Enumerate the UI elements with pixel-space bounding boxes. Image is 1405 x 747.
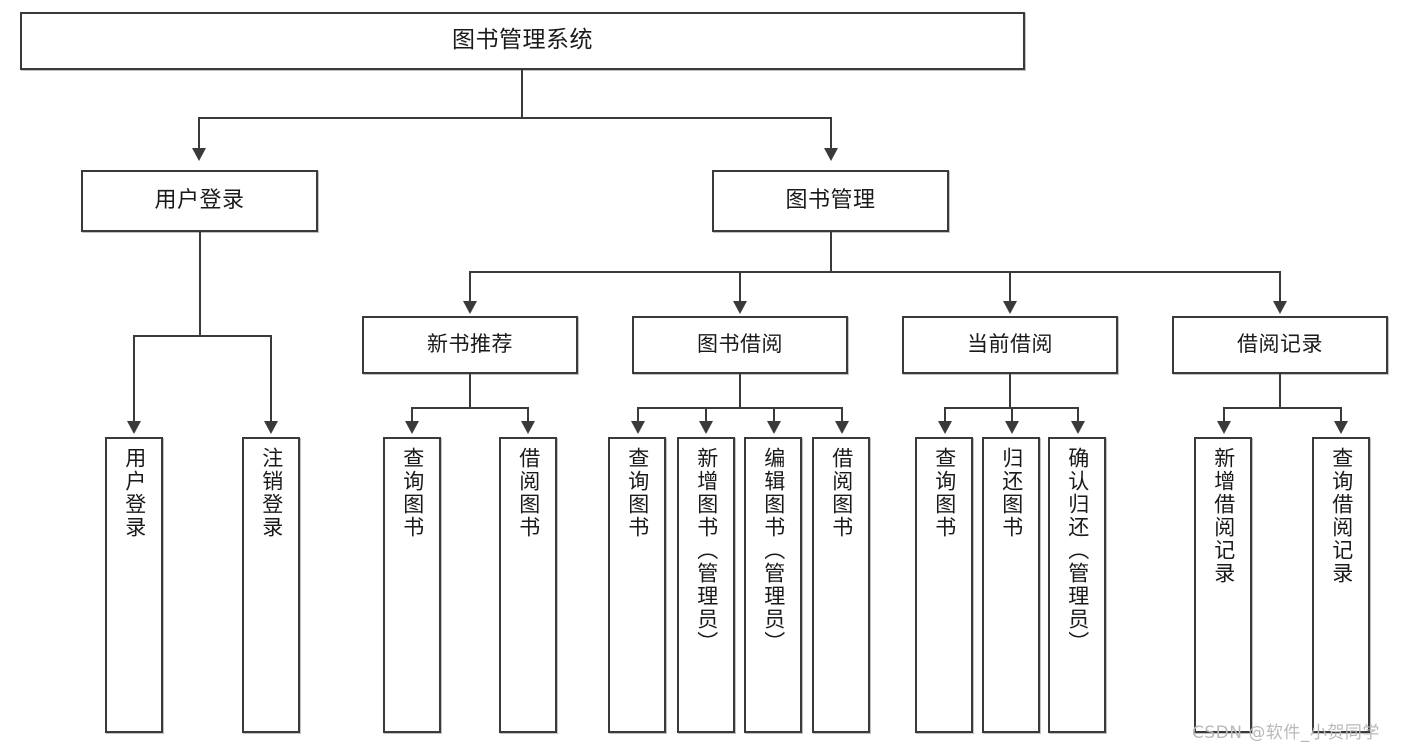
node-current-borrow-label: 当前借阅 [967,332,1053,357]
arrowhead-leaf-borrow-book-2 [835,421,849,434]
connector-bm-drop-1 [469,271,471,303]
node-book-manage-label: 图书管理 [785,187,876,213]
node-current-borrow[interactable]: 当前借阅 [902,316,1118,374]
arrowhead-leaf-confirm-return [1071,421,1085,434]
arrowhead-leaf-query-book-1 [405,421,419,434]
connector-br-stem [1279,374,1281,408]
node-user-login[interactable]: 用户登录 [81,170,318,232]
arrowhead-leaf-query-record [1334,421,1348,434]
node-leaf-add-record[interactable]: 新增借阅记录 [1194,437,1252,733]
arrowhead-leaf-query-book-2 [631,421,645,434]
node-leaf-add-book-label: 新增图书（管理员） [694,447,719,654]
arrowhead-book-manage [824,148,838,161]
connector-cb-stem [1009,374,1011,408]
connector-bb-stem [739,374,741,408]
arrowhead-leaf-add-record [1217,421,1231,434]
node-book-manage[interactable]: 图书管理 [712,170,949,232]
arrowhead-borrow-record [1273,301,1287,314]
connector-cb-drop-3 [1077,407,1079,423]
node-leaf-borrow-book-1-label: 借阅图书 [516,447,541,539]
connector-book-manage-stem [830,232,832,272]
connector-cb-drop-1 [944,407,946,423]
node-leaf-query-record-label: 查询借阅记录 [1329,447,1354,585]
connector-root-to-book-manage [830,117,832,150]
node-leaf-user-logout-label: 注销登录 [259,447,284,539]
connector-root-to-user-login [198,117,200,150]
connector-root-stem [521,70,523,118]
node-root-label: 图书管理系统 [452,27,593,54]
node-leaf-query-book-2[interactable]: 查询图书 [608,437,666,733]
connector-bb-drop-3 [773,407,775,423]
node-leaf-add-book[interactable]: 新增图书（管理员） [677,437,735,733]
node-root[interactable]: 图书管理系统 [20,12,1025,70]
node-leaf-query-record[interactable]: 查询借阅记录 [1312,437,1370,733]
node-new-book-recommend-label: 新书推荐 [427,332,513,357]
arrowhead-leaf-return-book [1005,421,1019,434]
connector-nbr-stem [469,374,471,408]
connector-root-bus [198,117,832,119]
connector-bb-drop-1 [637,407,639,423]
arrowhead-leaf-query-book-3 [938,421,952,434]
connector-user-login-stem [199,232,201,336]
node-leaf-confirm-return-label: 确认归还（管理员） [1065,447,1090,654]
node-leaf-edit-book-label: 编辑图书（管理员） [761,447,786,654]
connector-book-manage-bus [469,271,1280,273]
node-leaf-query-book-1[interactable]: 查询图书 [383,437,441,733]
connector-bm-drop-4 [1279,271,1281,303]
connector-cb-drop-2 [1011,407,1013,423]
connector-bm-drop-2 [739,271,741,303]
node-leaf-return-book-label: 归还图书 [999,447,1024,539]
node-leaf-borrow-book-1[interactable]: 借阅图书 [499,437,557,733]
node-leaf-query-book-1-label: 查询图书 [400,447,425,539]
connector-nbr-drop-2 [527,407,529,423]
arrowhead-user-login [192,148,206,161]
node-leaf-confirm-return[interactable]: 确认归还（管理员） [1048,437,1106,733]
node-leaf-query-book-3[interactable]: 查询图书 [915,437,973,733]
arrowhead-leaf-borrow-book-1 [521,421,535,434]
node-leaf-return-book[interactable]: 归还图书 [982,437,1040,733]
arrowhead-leaf-user-logout [264,421,278,434]
node-leaf-edit-book[interactable]: 编辑图书（管理员） [744,437,802,733]
arrowhead-current-borrow [1003,301,1017,314]
connector-br-bus [1223,407,1341,409]
connector-user-login-drop-2 [270,335,272,423]
node-leaf-query-book-3-label: 查询图书 [932,447,957,539]
arrowhead-book-borrow [733,301,747,314]
connector-bm-drop-3 [1009,271,1011,303]
connector-bb-bus [637,407,842,409]
arrowhead-leaf-add-book [699,421,713,434]
node-leaf-borrow-book-2[interactable]: 借阅图书 [812,437,870,733]
connector-nbr-drop-1 [411,407,413,423]
connector-user-login-drop-1 [133,335,135,423]
connector-bb-drop-4 [841,407,843,423]
node-new-book-recommend[interactable]: 新书推荐 [362,316,578,374]
arrowhead-leaf-user-login [127,421,141,434]
arrowhead-leaf-edit-book [767,421,781,434]
node-leaf-add-record-label: 新增借阅记录 [1211,447,1236,585]
node-borrow-record[interactable]: 借阅记录 [1172,316,1388,374]
node-leaf-borrow-book-2-label: 借阅图书 [829,447,854,539]
node-leaf-user-login[interactable]: 用户登录 [105,437,163,733]
node-borrow-record-label: 借阅记录 [1237,332,1323,357]
connector-nbr-bus [411,407,528,409]
connector-br-drop-1 [1223,407,1225,423]
node-leaf-user-login-label: 用户登录 [122,447,147,539]
node-user-login-label: 用户登录 [154,187,245,213]
node-leaf-query-book-2-label: 查询图书 [625,447,650,539]
node-leaf-user-logout[interactable]: 注销登录 [242,437,300,733]
connector-user-login-bus [133,335,271,337]
connector-bb-drop-2 [705,407,707,423]
node-book-borrow[interactable]: 图书借阅 [632,316,848,374]
arrowhead-new-book-recommend [463,301,477,314]
connector-br-drop-2 [1340,407,1342,423]
node-book-borrow-label: 图书借阅 [697,332,783,357]
